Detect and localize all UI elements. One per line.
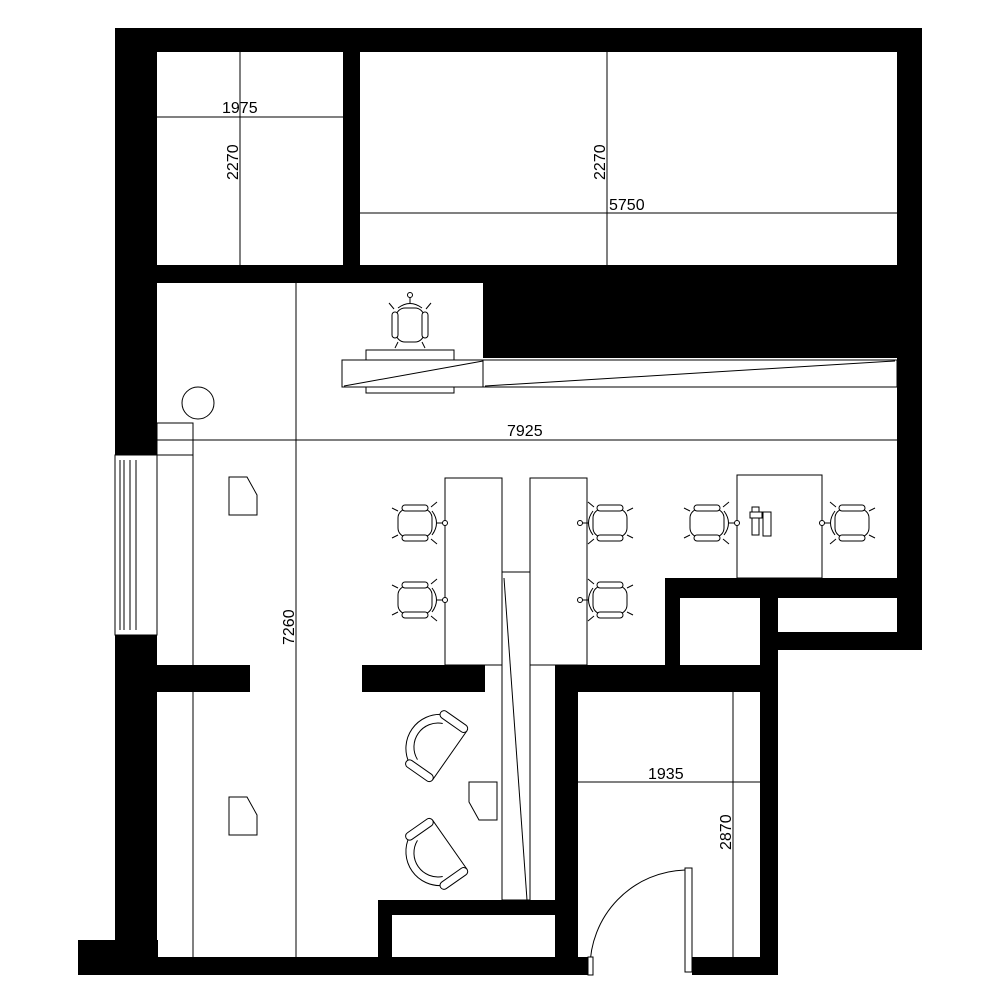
wall-bath-right xyxy=(760,598,778,975)
side-table xyxy=(228,476,258,516)
door[interactable] xyxy=(587,867,693,976)
wall-bath-top xyxy=(555,665,778,692)
dim-top-left-height: 2270 xyxy=(225,144,242,180)
dimension-lines xyxy=(157,52,897,957)
desk xyxy=(736,474,823,579)
office-chair xyxy=(388,292,432,349)
wall-right xyxy=(897,28,922,650)
wall-closet-left xyxy=(665,578,680,670)
dim-top-right-width: 5750 xyxy=(609,197,645,214)
side-table xyxy=(228,796,258,836)
partition-left xyxy=(157,665,250,692)
cabinet xyxy=(156,422,194,456)
reception-counter xyxy=(341,349,898,394)
round-table xyxy=(181,386,215,420)
wall-left-lower xyxy=(115,635,157,975)
side-table xyxy=(468,781,498,821)
computer-icon xyxy=(749,506,772,537)
wall-bottom-right xyxy=(692,957,778,975)
wall-block xyxy=(483,283,897,358)
dim-top-right-height: 2270 xyxy=(592,144,609,180)
wall-horizontal xyxy=(115,265,922,283)
walls xyxy=(78,28,922,975)
office-chair xyxy=(683,501,740,545)
lounge-chair xyxy=(392,816,470,900)
window xyxy=(114,454,158,636)
office-chair xyxy=(391,501,448,545)
wall-right-lower xyxy=(778,632,922,650)
dim-main-height: 7260 xyxy=(281,609,298,645)
storage-left xyxy=(378,900,392,962)
wall-bath-left xyxy=(555,665,578,975)
wall-left-upper xyxy=(115,28,157,455)
storage-top xyxy=(378,900,555,915)
partition-middle xyxy=(362,665,485,692)
lounge-chair xyxy=(392,700,470,784)
desk xyxy=(529,477,588,666)
office-chair xyxy=(819,501,876,545)
wall-top-divider xyxy=(343,52,360,265)
dim-top-left-width: 1975 xyxy=(222,100,258,117)
desk xyxy=(444,477,503,666)
dim-bathroom-width: 1935 xyxy=(648,766,684,783)
wall-right-step xyxy=(665,578,922,598)
dim-main-width: 7925 xyxy=(507,423,543,440)
wall-bottom-left xyxy=(78,957,592,975)
office-chair xyxy=(391,578,448,622)
wall-top xyxy=(115,28,922,52)
partition-shelf xyxy=(501,571,531,901)
dim-bathroom-height: 2870 xyxy=(718,814,735,850)
